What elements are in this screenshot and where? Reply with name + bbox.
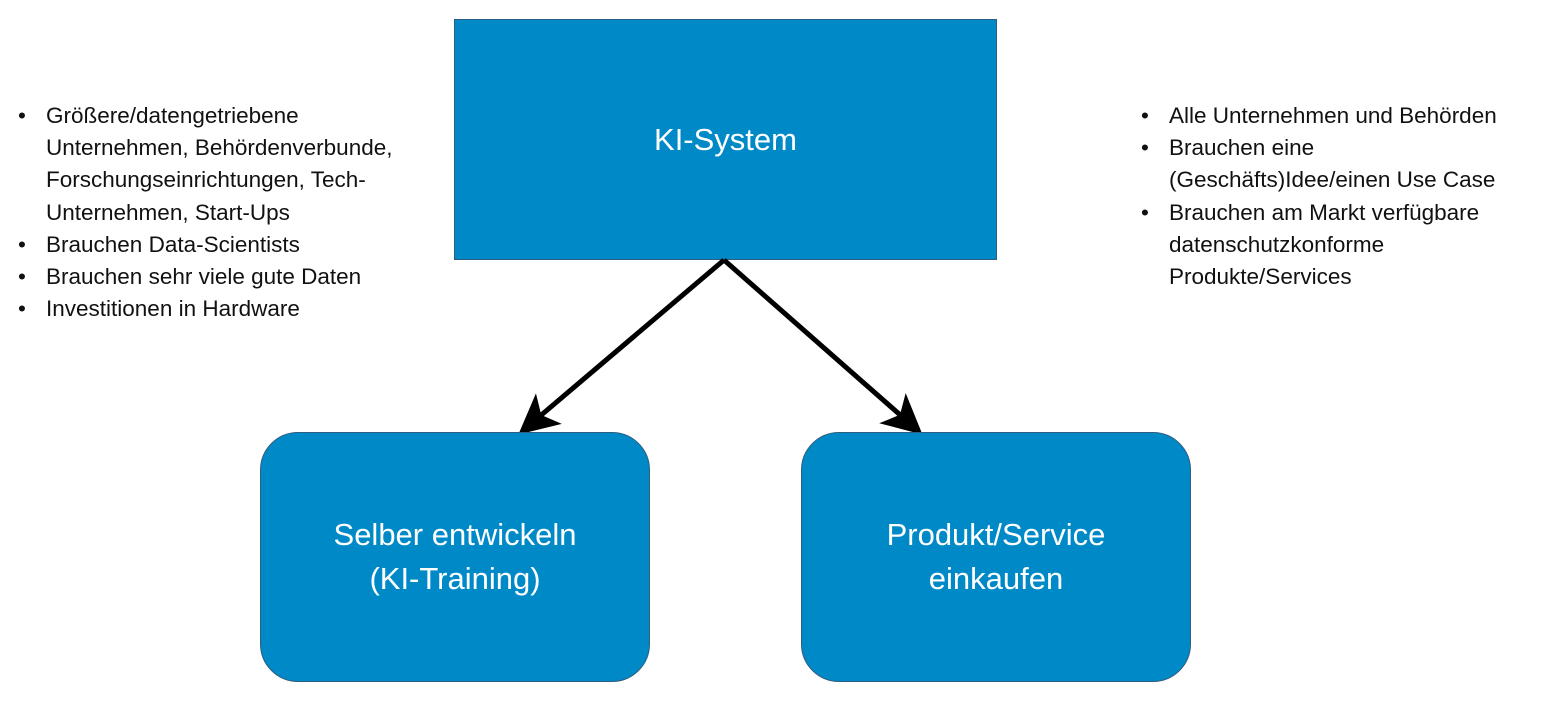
left-note-item: Brauchen sehr viele gute Daten (13, 261, 393, 293)
root-node-label: KI-System (654, 121, 797, 157)
left-notes-list: Größere/datengetriebene Unternehmen, Beh… (13, 100, 393, 326)
left-note-item: Investitionen in Hardware (13, 293, 393, 325)
left-note-item: Größere/datengetriebene Unternehmen, Beh… (13, 100, 393, 229)
arrow-to-produkt-service (722, 258, 923, 435)
right-note-item: Brauchen eine (Geschäfts)Idee/einen Use … (1136, 132, 1536, 196)
arrow-to-selber-entwickeln (518, 258, 726, 435)
right-note-item: Alle Unternehmen und Behörden (1136, 100, 1536, 132)
right-notes-list: Alle Unternehmen und Behörden Brauchen e… (1136, 100, 1536, 293)
child-node-label: Selber entwickeln (KI-Training) (333, 517, 577, 596)
child-node-produkt-service: Produkt/Service einkaufen (801, 432, 1191, 682)
child-node-label: Produkt/Service einkaufen (886, 517, 1106, 596)
root-node-ki-system: KI-System (454, 19, 997, 260)
child-node-selber-entwickeln: Selber entwickeln (KI-Training) (260, 432, 650, 682)
right-note-item: Brauchen am Markt verfügbare datenschutz… (1136, 197, 1536, 294)
left-note-item: Brauchen Data-Scientists (13, 229, 393, 261)
